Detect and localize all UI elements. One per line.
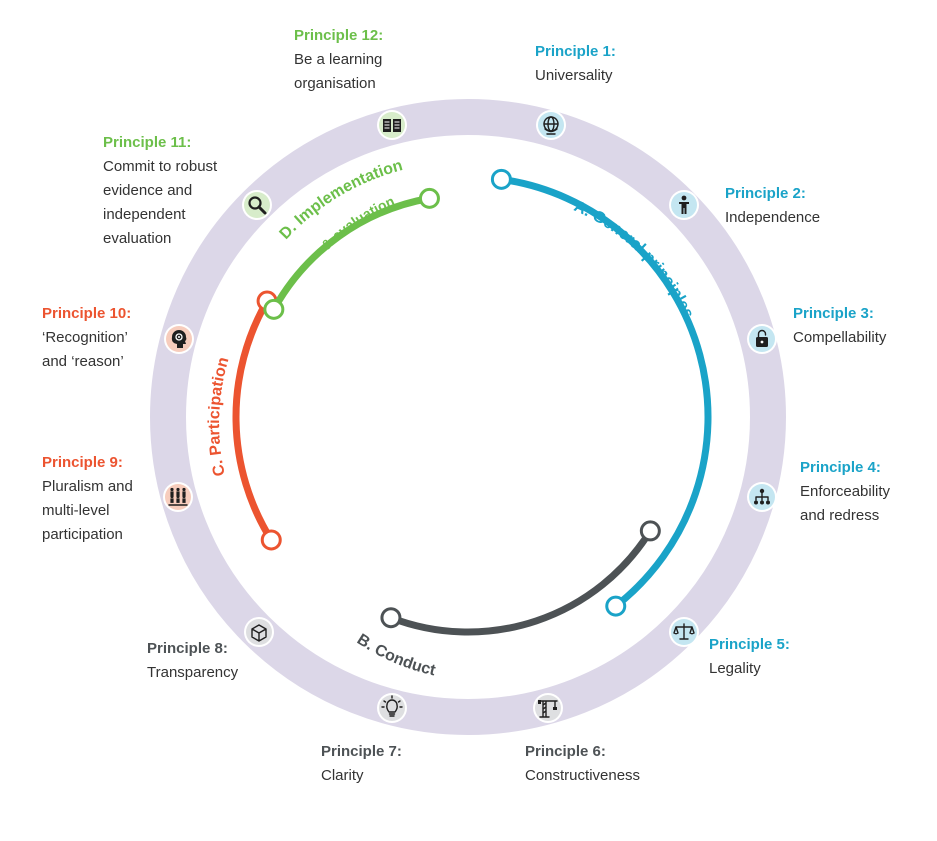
outer-ring (150, 99, 786, 735)
arc-implementation-endpoint-2 (418, 187, 440, 209)
principle-7-label: Principle 7: Clarity (321, 740, 402, 788)
principle-5-text: Legality (709, 660, 761, 677)
person-icon (669, 190, 699, 220)
principle-3-label: Principle 3: Compellability (793, 302, 886, 350)
principle-11-text: Commit to robust evidence and independen… (103, 158, 218, 247)
hierarchy-icon (747, 482, 777, 512)
principle-11-label: Principle 11: Commit to robust evidence … (103, 131, 241, 251)
cube-icon (244, 617, 274, 647)
arc-conduct-endpoint-2 (639, 520, 661, 542)
arc-conduct (387, 527, 654, 636)
head-gears-icon (164, 324, 194, 354)
principle-9-text: Pluralism and multi-level participation (42, 478, 133, 543)
segment-label-participation: C. Participation (206, 355, 232, 477)
principle-2-title: Principle 2: (725, 185, 806, 202)
lightbulb-icon (377, 693, 407, 723)
principle-7-text: Clarity (321, 767, 364, 784)
principle-5-label: Principle 5: Legality (709, 633, 790, 681)
arc-implementation (270, 194, 433, 313)
book-icon (377, 110, 407, 140)
principle-6-title: Principle 6: (525, 743, 606, 760)
arc-conduct-endpoint-1 (380, 607, 402, 629)
principle-8-title: Principle 8: (147, 640, 228, 657)
principle-8-text: Transparency (147, 664, 239, 681)
principle-4-label: Principle 4: Enforceability and redress (800, 456, 905, 528)
arc-general (497, 175, 712, 610)
segment-label-conduct: B. Conduct (354, 631, 438, 679)
crane-icon (533, 693, 563, 723)
principle-12-text: Be a learning organisation (294, 51, 383, 92)
magnifier-icon (242, 190, 272, 220)
principle-1-label: Principle 1: Universality (535, 40, 616, 88)
scales-icon (669, 617, 699, 647)
principle-8-label: Principle 8: Transparency (147, 637, 238, 685)
principle-11-title: Principle 11: (103, 134, 192, 151)
principle-4-text: Enforceability and redress (800, 483, 891, 524)
crowd-icon (163, 482, 193, 512)
arc-general-endpoint-1 (490, 168, 512, 190)
principle-2-text: Independence (725, 209, 821, 226)
principle-10-label: Principle 10: ‘Recognition’ and ‘reason’ (42, 302, 152, 374)
principle-12-label: Principle 12: Be a learning organisation (294, 24, 404, 96)
principle-10-title: Principle 10: (42, 305, 132, 322)
principle-10-text: ‘Recognition’ and ‘reason’ (42, 329, 128, 370)
principle-1-title: Principle 1: (535, 43, 616, 60)
arc-participation-endpoint-1 (260, 529, 282, 551)
principle-6-text: Constructiveness (525, 767, 641, 784)
padlock-icon (747, 324, 777, 354)
globe-icon (536, 110, 566, 140)
arc-implementation-endpoint-1 (263, 298, 285, 320)
principle-9-title: Principle 9: (42, 454, 123, 471)
principle-7-title: Principle 7: (321, 743, 402, 760)
principle-6-label: Principle 6: Constructiveness (525, 740, 640, 788)
principle-3-title: Principle 3: (793, 305, 874, 322)
arc-general-endpoint-2 (605, 595, 627, 617)
principle-3-text: Compellability (793, 329, 887, 346)
principle-2-label: Principle 2: Independence (725, 182, 820, 230)
principle-4-title: Principle 4: (800, 459, 881, 476)
principle-12-title: Principle 12: (294, 27, 384, 44)
principle-5-title: Principle 5: (709, 636, 790, 653)
principle-1-text: Universality (535, 67, 613, 84)
arc-participation (232, 297, 275, 544)
principle-9-label: Principle 9: Pluralism and multi-level p… (42, 451, 154, 547)
